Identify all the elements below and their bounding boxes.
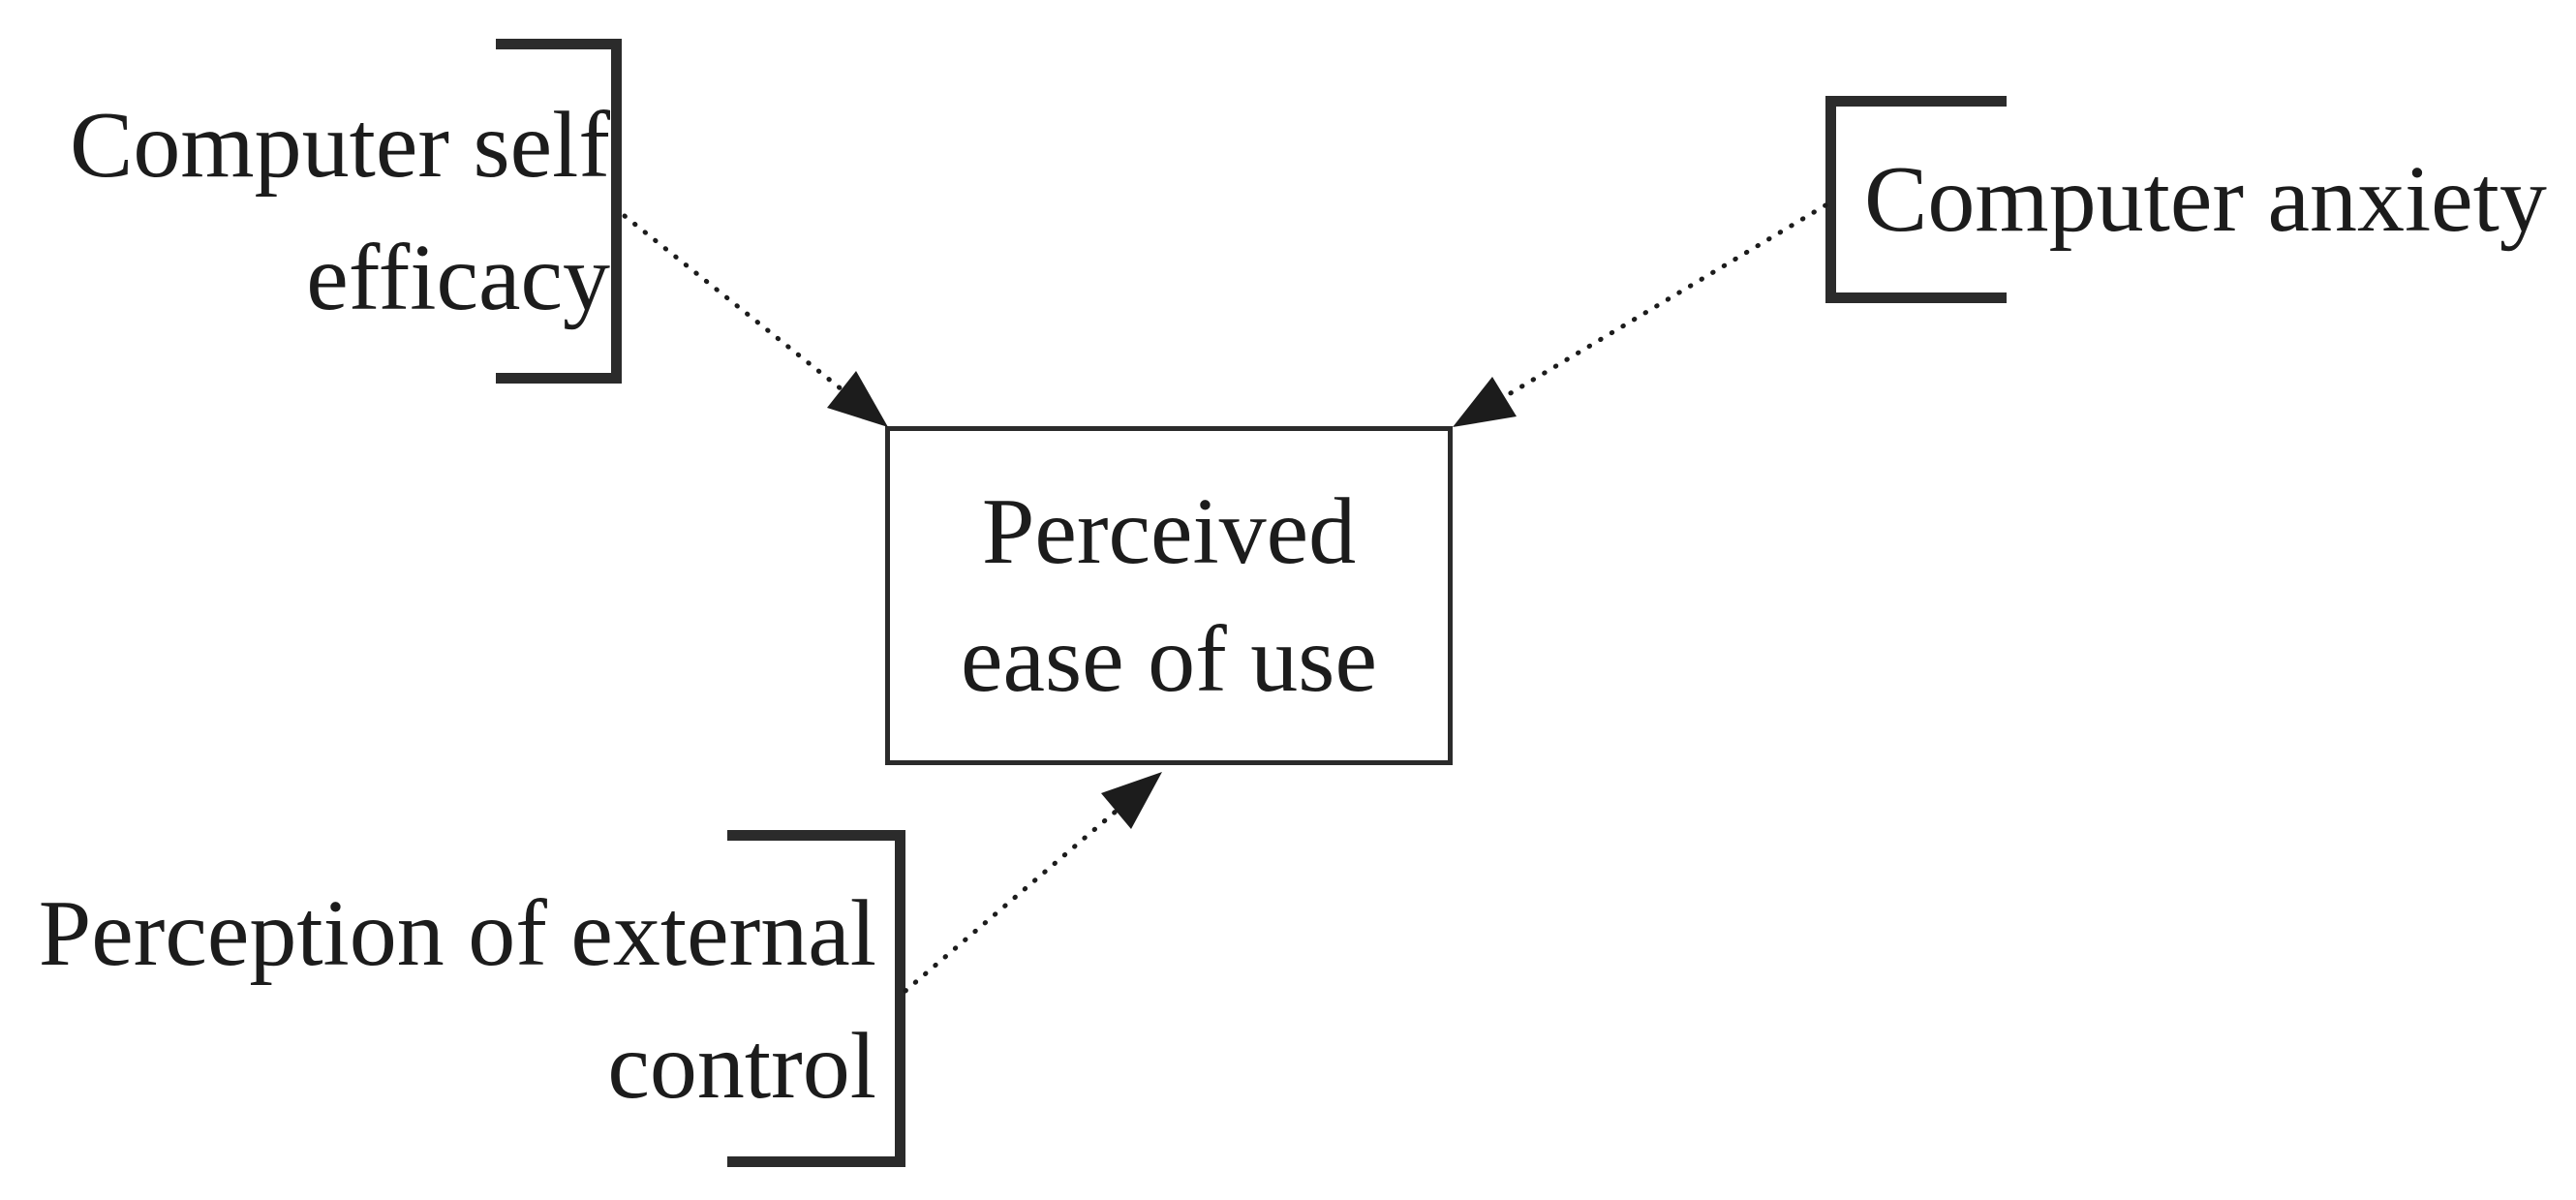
bracket-left-icon bbox=[1825, 96, 2007, 303]
node-label-line1: Perceived bbox=[981, 479, 1357, 584]
arrowhead-icon bbox=[827, 371, 888, 427]
perceived-ease-of-use-node: Perceived ease of use bbox=[885, 426, 1453, 765]
arrowhead-icon bbox=[1101, 772, 1162, 829]
factor-label-computer-self-efficacy: Computer self efficacy bbox=[29, 79, 610, 345]
arrowhead-icon bbox=[1453, 377, 1517, 427]
bracket-right-icon bbox=[496, 39, 622, 384]
arrow-perception-of-external-control-to-peou bbox=[903, 772, 1162, 994]
node-label-line2: ease of use bbox=[961, 607, 1377, 712]
bracket-right-icon bbox=[727, 830, 905, 1167]
factor-label-line2: efficacy bbox=[306, 226, 610, 330]
factor-label-line2: control bbox=[607, 1014, 876, 1119]
factor-label-line1: Computer self bbox=[70, 93, 610, 198]
factor-label-computer-anxiety: Computer anxiety bbox=[1864, 134, 2547, 266]
factor-label-line1: Computer anxiety bbox=[1864, 147, 2547, 252]
factor-label-perception-of-external-control: Perception of external control bbox=[5, 868, 876, 1133]
factor-label-line1: Perception of external bbox=[38, 881, 876, 986]
arrow-computer-self-efficacy-to-peou bbox=[622, 213, 888, 427]
arrow-computer-anxiety-to-peou bbox=[1453, 202, 1828, 427]
